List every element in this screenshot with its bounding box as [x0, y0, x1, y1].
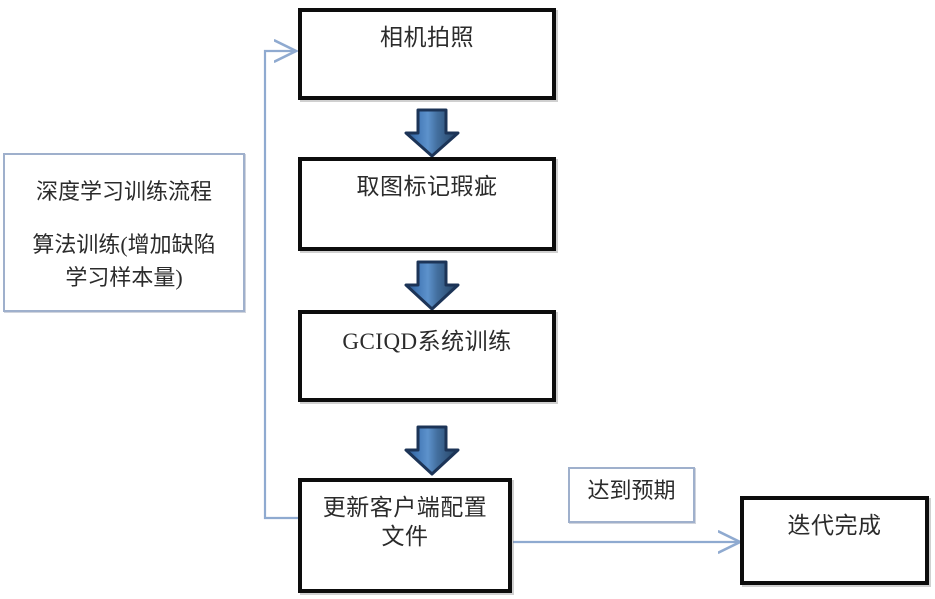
node-gciqd-training: GCIQD系统训练	[298, 310, 556, 402]
arrow-train-to-update	[404, 425, 460, 476]
node-camera: 相机拍照	[298, 8, 556, 100]
arrow-camera-to-mark	[404, 108, 460, 158]
node-iteration-complete-label: 迭代完成	[787, 513, 882, 538]
edge-label-expected: 达到预期	[568, 467, 695, 523]
node-mark-defects-label: 取图标记瑕疵	[356, 174, 498, 199]
node-gciqd-training-label: GCIQD系统训练	[342, 329, 512, 354]
info-panel-line-1: 深度学习训练流程	[35, 179, 212, 204]
node-update-client-config: 更新客户端配置 文件	[298, 478, 512, 593]
connector-update-to-camera-feedback	[263, 51, 299, 520]
info-panel: 深度学习训练流程 算法训练(增加缺陷 学习样本量)	[3, 153, 245, 312]
arrow-mark-to-train	[404, 260, 460, 311]
info-panel-line-2: 算法训练(增加缺陷	[32, 232, 216, 257]
edge-label-expected-text: 达到预期	[587, 478, 676, 503]
node-update-client-config-label: 更新客户端配置 文件	[322, 495, 488, 549]
info-panel-line-3: 学习样本量)	[65, 265, 183, 290]
node-camera-label: 相机拍照	[380, 25, 474, 50]
node-iteration-complete: 迭代完成	[740, 496, 929, 585]
node-mark-defects: 取图标记瑕疵	[298, 157, 556, 251]
